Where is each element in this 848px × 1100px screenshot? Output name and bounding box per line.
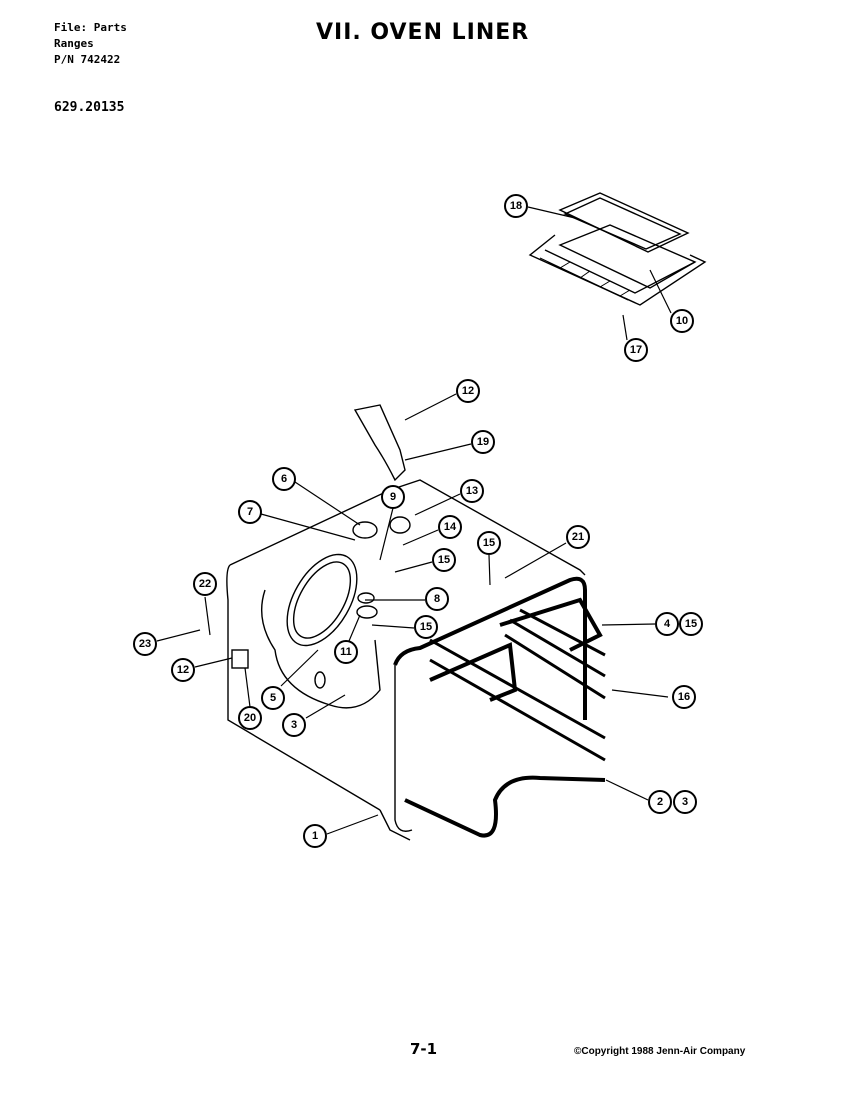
callout-1: 1	[303, 824, 327, 848]
callout-23: 23	[133, 632, 157, 656]
callout-label: 7	[247, 506, 253, 518]
callout-2: 2	[648, 790, 672, 814]
callout-label: 15	[438, 554, 450, 566]
file-info: File: Parts Ranges P/N 742422	[54, 20, 127, 68]
callout-label: 10	[676, 315, 688, 327]
callout-8: 8	[425, 587, 449, 611]
callout-label: 17	[630, 344, 642, 356]
callout-4: 4	[655, 612, 679, 636]
callout-label: 11	[340, 646, 352, 658]
callout-label: 13	[466, 485, 478, 497]
category-line: Ranges	[54, 37, 94, 50]
callout-13: 13	[460, 479, 484, 503]
callout-9: 9	[381, 485, 405, 509]
callout-21: 21	[566, 525, 590, 549]
page-title: VII. OVEN LINER	[316, 20, 530, 45]
callout-22: 22	[193, 572, 217, 596]
callout-3-right: 3	[673, 790, 697, 814]
model-number: 629.20135	[54, 100, 125, 115]
callout-15-lower: 15	[414, 615, 438, 639]
callout-10-broiler-insert: 10	[670, 309, 694, 333]
callout-label: 19	[477, 436, 489, 448]
callout-label: 23	[139, 638, 151, 650]
callout-label: 4	[664, 618, 671, 630]
callout-label: 5	[270, 692, 276, 704]
callout-label: 15	[483, 537, 495, 549]
callout-label: 12	[462, 385, 474, 397]
file-line: File: Parts	[54, 21, 127, 34]
callout-16: 16	[672, 685, 696, 709]
callout-label: 16	[678, 691, 690, 703]
callout-label: 3	[682, 796, 688, 808]
callout-label: 21	[572, 531, 584, 543]
callout-7: 7	[238, 500, 262, 524]
callout-label: 12	[177, 664, 189, 676]
callout-label: 8	[434, 593, 440, 605]
broiler-pan-illustration	[528, 192, 707, 306]
oven-liner-illustration	[226, 404, 606, 841]
callout-3-left: 3	[282, 713, 306, 737]
callout-12-top: 12	[456, 379, 480, 403]
callout-15-with-4: 15	[679, 612, 703, 636]
callout-label: 15	[685, 618, 697, 630]
callout-18-broiler-pan: 18	[504, 194, 528, 218]
callout-label: 20	[244, 712, 256, 724]
callout-label: 9	[390, 491, 396, 503]
callout-20: 20	[238, 706, 262, 730]
page-number: 7-1	[410, 1040, 438, 1058]
callout-15-right: 15	[477, 531, 501, 555]
callout-label: 2	[657, 796, 663, 808]
callout-15-upper: 15	[432, 548, 456, 572]
callout-14: 14	[438, 515, 462, 539]
leader-lines	[156, 206, 672, 835]
callout-6: 6	[272, 467, 296, 491]
callout-label: 6	[281, 473, 287, 485]
part-number-line: P/N 742422	[54, 53, 121, 66]
callout-17: 17	[624, 338, 648, 362]
callout-12-left: 12	[171, 658, 195, 682]
copyright-notice: ©Copyright 1988 Jenn-Air Company	[574, 1046, 746, 1057]
callout-11: 11	[334, 640, 358, 664]
callout-label: 15	[420, 621, 432, 633]
callout-label: 22	[199, 578, 211, 590]
callout-label: 14	[444, 521, 457, 533]
callout-label: 1	[312, 830, 318, 842]
callout-label: 3	[291, 719, 297, 731]
callout-5: 5	[261, 686, 285, 710]
callout-label: 18	[510, 200, 522, 212]
callout-19: 19	[471, 430, 495, 454]
